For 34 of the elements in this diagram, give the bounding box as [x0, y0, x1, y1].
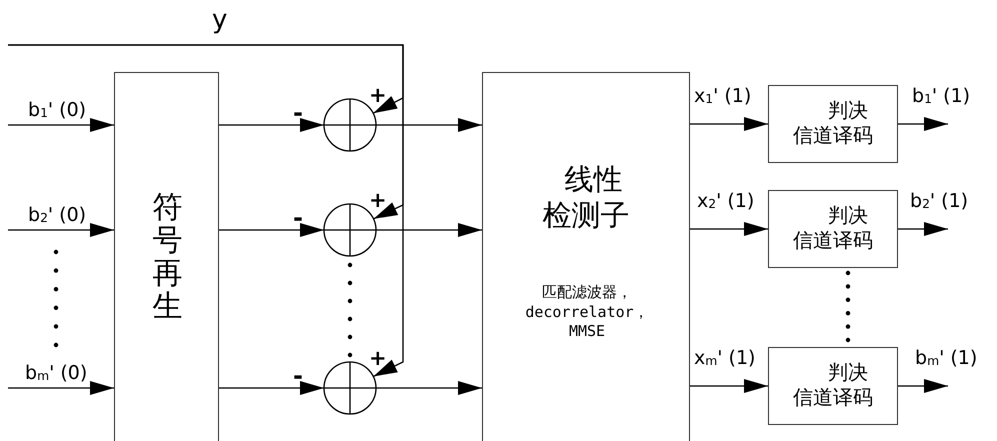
arrow [898, 222, 948, 236]
edge-label: + [369, 84, 387, 108]
box-title: 线性检测子 [542, 161, 630, 234]
process-box [768, 347, 898, 425]
box-title: 符号再生 [152, 191, 182, 323]
arrow [8, 118, 114, 132]
box-text: 匹配滤波器，decorrelator，MMSE [524, 283, 650, 342]
arrow [376, 223, 482, 237]
arrow [376, 118, 482, 132]
arrow [8, 223, 114, 237]
arrow [8, 381, 114, 395]
arrow [690, 222, 768, 236]
edge-label: - [293, 100, 303, 126]
arrow [898, 117, 948, 131]
arrow [690, 117, 768, 131]
box-title: 判决信道译码 [793, 98, 873, 148]
edge-label: - [293, 205, 303, 232]
box-title: 判决信道译码 [793, 360, 873, 410]
box-title: 判决信道译码 [793, 203, 873, 253]
edge-label: + [369, 189, 387, 212]
arrow [219, 118, 324, 132]
process-box [768, 85, 898, 163]
edge-label: - [293, 363, 303, 390]
process-box [482, 72, 690, 441]
process-box [768, 190, 898, 268]
arrow [376, 381, 482, 395]
process-box [114, 72, 219, 441]
edge-label: + [369, 347, 387, 370]
arrow [219, 223, 324, 237]
arrow [8, 44, 404, 378]
arrow [219, 381, 324, 395]
arrow [898, 379, 948, 393]
signal-label: y [212, 6, 228, 35]
arrow [690, 379, 768, 393]
